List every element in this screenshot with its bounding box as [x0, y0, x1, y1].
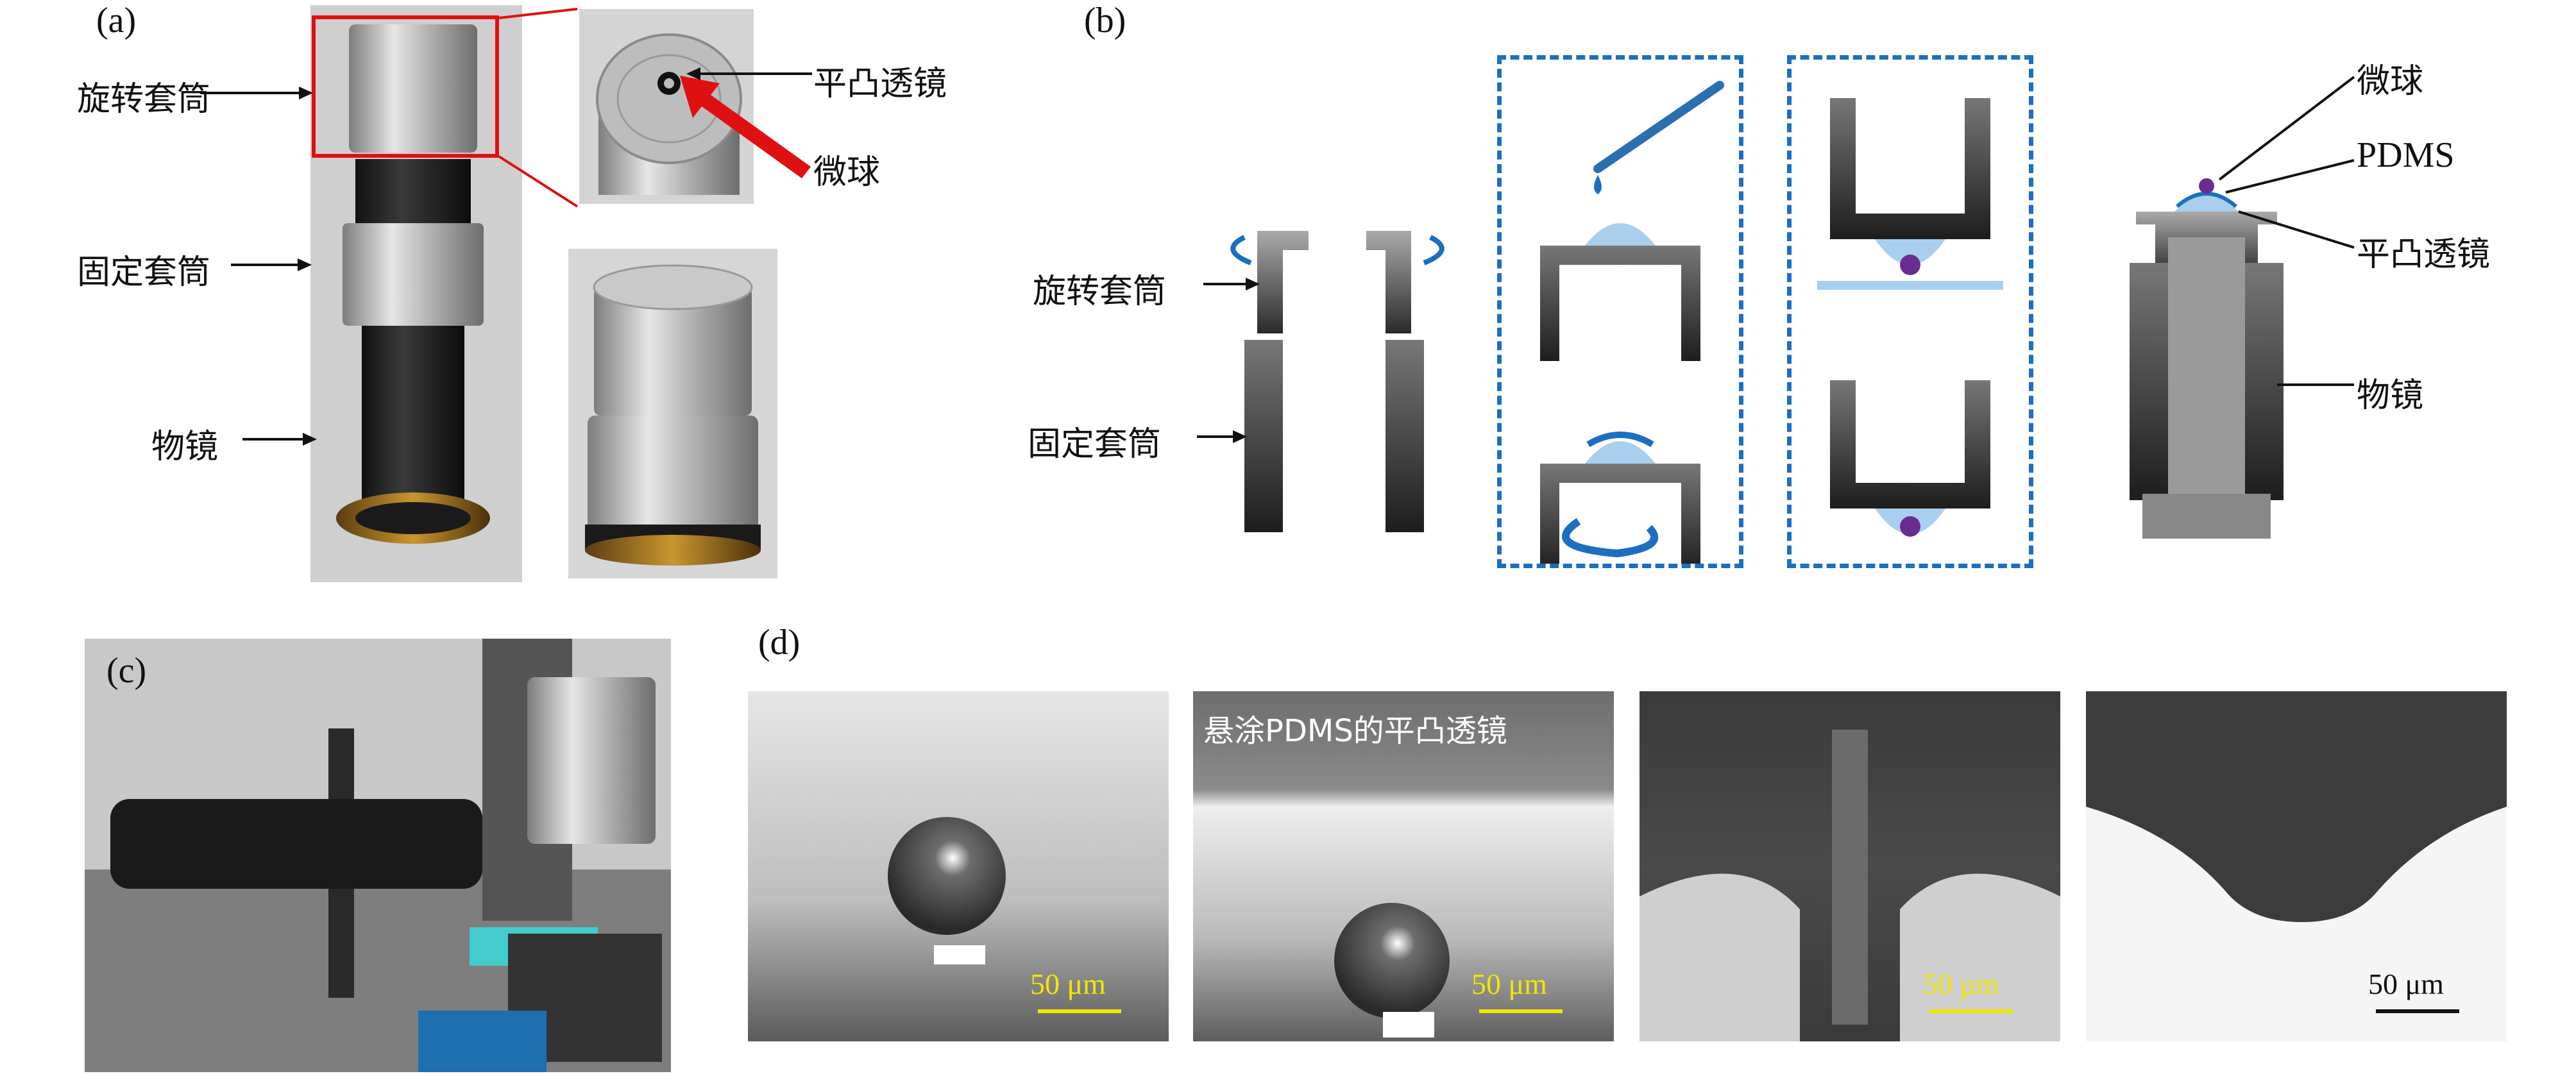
- sleeve-schematic-left: [1230, 231, 1445, 532]
- highlight-box: [312, 15, 499, 158]
- micrograph-microsphere: 50 μm: [748, 691, 1169, 1041]
- scalebar-2: [1479, 1009, 1563, 1013]
- label-rotating-sleeve-b: 旋转套筒: [1033, 273, 1167, 311]
- red-arrow: [680, 76, 811, 178]
- objective-side-view-photo: [568, 249, 777, 578]
- micrograph-pdms-lens: 悬涂PDMS的平凸透镜 50 μm: [1193, 691, 1614, 1041]
- label-fixed-sleeve-b: 固定套筒: [1028, 425, 1162, 464]
- label-rotating-sleeve-a: 旋转套筒: [77, 80, 211, 119]
- scalebar-3: [1929, 1009, 2013, 1013]
- label-objective-a: 物镜: [151, 428, 219, 466]
- label-pdms-b: PDMS: [2357, 135, 2455, 175]
- panel-d-label: (d): [758, 623, 801, 662]
- label-microsphere-a: 微球: [813, 153, 881, 192]
- scalebar-label-3: 50 μm: [1923, 968, 1999, 1000]
- label-objective-b: 物镜: [2357, 376, 2424, 415]
- caption-pdms-lens: 悬涂PDMS的平凸透镜: [1203, 713, 1507, 749]
- experimental-setup-photo: [85, 639, 671, 1072]
- micrograph-meniscus: 50 μm: [2086, 691, 2507, 1041]
- arrow-rotating-sleeve-a: [200, 87, 313, 99]
- panel-a-label: (a): [96, 1, 137, 40]
- label-lens-a: 平凸透镜: [813, 65, 947, 103]
- process-box-mounting: [1787, 55, 2033, 568]
- scalebar-label-1: 50 μm: [1030, 968, 1106, 1000]
- arrow-rotating-sleeve-b: [1203, 278, 1260, 290]
- arrow-objective-a: [242, 433, 317, 446]
- objective-assembly-photo: [310, 5, 522, 582]
- panel-c-label: (c): [106, 651, 147, 691]
- label-lens-b: 平凸透镜: [2357, 235, 2491, 274]
- lens-arrow: [686, 67, 812, 80]
- zoom-lines: [498, 8, 579, 208]
- panel-b-label: (b): [1084, 1, 1126, 40]
- arrow-fixed-sleeve-a: [231, 258, 312, 271]
- scalebar-4: [2376, 1009, 2459, 1013]
- scalebar-1: [1038, 1009, 1121, 1013]
- micrograph-contact: 50 μm: [1640, 691, 2060, 1041]
- label-microsphere-b: 微球: [2357, 62, 2424, 101]
- arrow-fixed-sleeve-b: [1197, 430, 1247, 443]
- process-box-coating: [1497, 55, 1743, 568]
- label-fixed-sleeve-a: 固定套筒: [77, 253, 211, 292]
- schematic-b-pointers: [2218, 76, 2355, 386]
- scalebar-label-4: 50 μm: [2368, 968, 2444, 1000]
- assembled-schematic: [2130, 178, 2284, 539]
- scalebar-label-2: 50 μm: [1471, 968, 1547, 1000]
